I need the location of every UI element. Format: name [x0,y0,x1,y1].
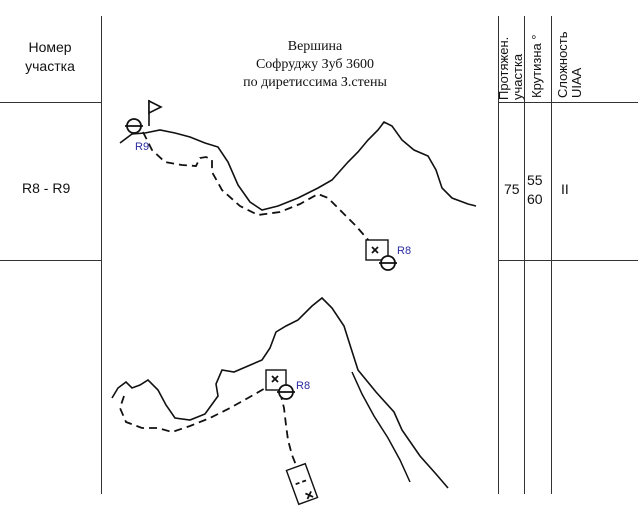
section-number-header-line-2: участка [25,58,75,74]
route-title-line-3: по диретиссима З.стены [243,75,387,90]
section-number-header-line-1: Номер [28,39,72,55]
grid-vline-1 [101,16,102,494]
bottom-label-r8: R8 [296,380,310,392]
steepness-cell-2: 60 [527,191,543,207]
grid-vline-3 [524,16,525,494]
bottom-lower-belay-icon [285,462,319,506]
grid-vline-2 [498,16,499,494]
top-route-dashed [142,131,371,243]
top-ridge-line [119,120,477,211]
bottom-ridge-left [111,296,449,489]
difficulty-cell: II [561,181,569,197]
route-title-line-2: Софруджу Зуб 3600 [255,57,375,72]
bottom-belay-r8-icon [265,369,295,400]
bottom-inner-rib [351,371,411,483]
route-title-line-1: Вершина [287,39,343,54]
grid-hline-1 [0,102,101,103]
summit-flag-icon [148,99,163,126]
top-belay-r8-icon [365,239,397,271]
top-anchor-r9-icon [125,118,143,134]
section-id-cell: R8 - R9 [22,180,71,196]
section-number-header: Номер участка [0,38,100,76]
length-cell: 75 [504,181,520,197]
steepness-cell-1: 55 [527,172,543,188]
top-label-r9: R9 [135,141,149,153]
grid-vline-4 [551,16,552,494]
top-label-r8: R8 [397,245,411,257]
route-title: Вершина Софруджу Зуб 3600 по диретиссима… [190,38,440,92]
grid-hline-4 [498,260,638,261]
grid-hline-3 [0,260,101,261]
bottom-route-dashed-left [119,383,273,433]
grid-hline-2 [498,102,638,103]
